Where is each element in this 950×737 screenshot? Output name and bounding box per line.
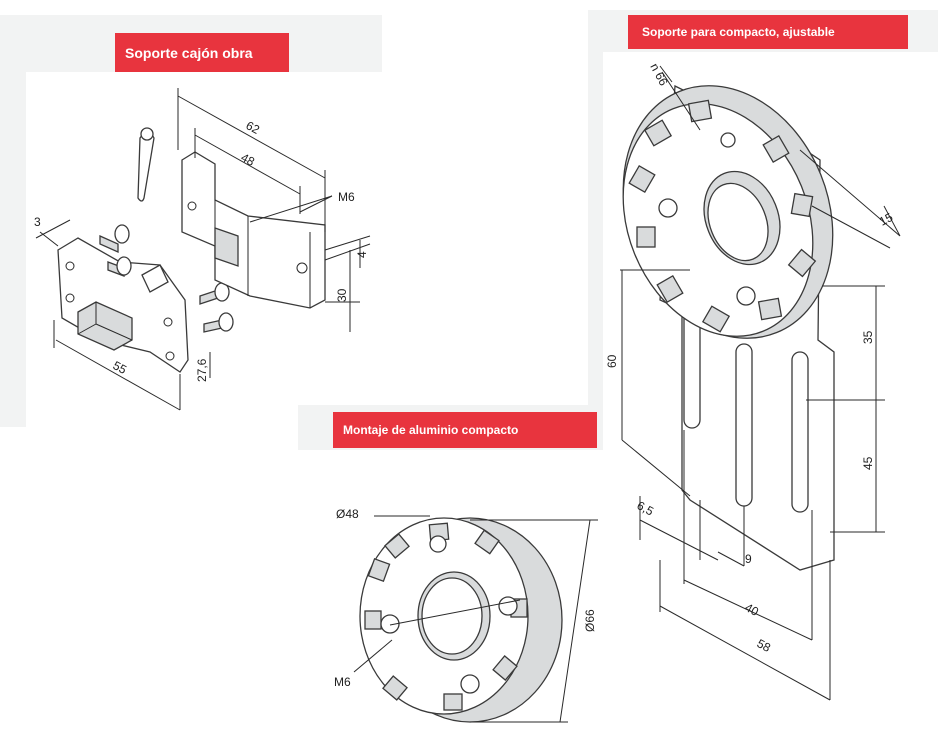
title-soporte-cajon-obra: Soporte cajón obra <box>115 33 289 72</box>
dim-o66: Ø66 <box>583 609 597 632</box>
ring-aluminio-drawing: Ø48 M6 Ø66 <box>334 507 598 723</box>
dim-o48: Ø48 <box>336 507 359 521</box>
bracket-compacto-drawing: n 66 15 60 35 45 6,5 9 40 58 <box>605 61 901 701</box>
dim-15: 15 <box>877 210 896 229</box>
dim-30: 30 <box>335 288 349 302</box>
dim-60: 60 <box>605 354 619 368</box>
title-soporte-compacto-ajustable: Soporte para compacto, ajustable <box>628 15 908 49</box>
ring-teeth <box>628 99 817 333</box>
dim-4: 4 <box>355 251 369 258</box>
bracket-cajon-drawing: 62 48 M6 4 30 3 27,6 55 <box>34 88 371 411</box>
dim-6-5: 6,5 <box>635 498 657 518</box>
dim-62: 62 <box>244 118 263 137</box>
title-montaje-aluminio-compacto: Montaje de aluminio compacto <box>333 412 597 448</box>
dim-n66: n 66 <box>647 61 670 88</box>
dim-m6-ring: M6 <box>334 675 351 689</box>
dim-45: 45 <box>861 456 875 470</box>
dim-35: 35 <box>861 330 875 344</box>
dim-58: 58 <box>755 636 774 655</box>
dim-27-6: 27,6 <box>195 358 209 382</box>
dim-m6: M6 <box>338 190 355 204</box>
dim-48: 48 <box>239 150 258 169</box>
dim-55: 55 <box>111 358 130 377</box>
dim-3: 3 <box>34 215 41 229</box>
ring-aluminio-teeth <box>364 522 528 711</box>
dim-9: 9 <box>745 552 752 566</box>
dim-40: 40 <box>743 600 762 619</box>
